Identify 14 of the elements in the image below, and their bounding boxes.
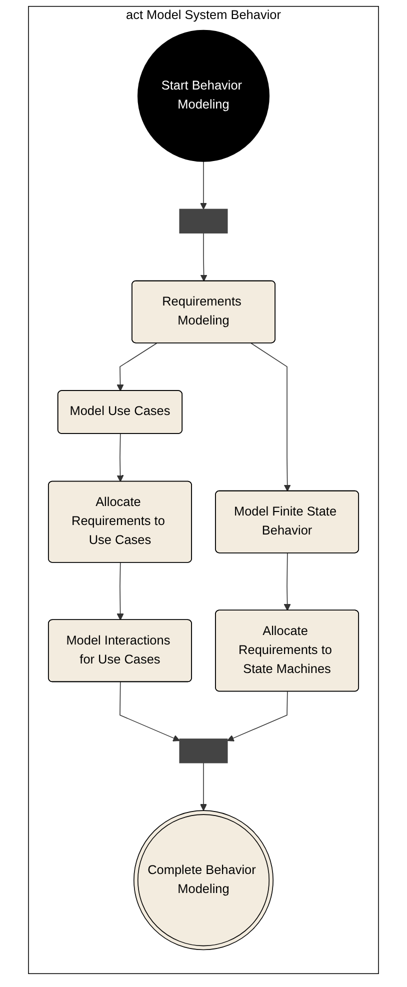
arrow (250, 342, 291, 492)
node-circle: Complete Behavior Modeling (134, 810, 274, 950)
arrow (200, 232, 208, 282)
node-bar (179, 738, 228, 764)
arrow (116, 434, 124, 482)
arrow (284, 552, 291, 611)
node-bar (179, 208, 228, 234)
arrow (120, 682, 180, 742)
arrow (200, 762, 207, 811)
node-circle: Start Behavior Modeling (137, 30, 270, 162)
arrow (227, 691, 288, 742)
arrow (116, 562, 124, 620)
arrow (116, 342, 158, 392)
arrow (200, 161, 207, 210)
